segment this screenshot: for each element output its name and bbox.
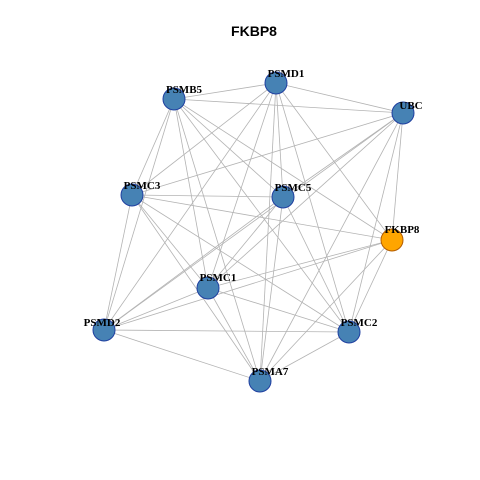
node-ubc[interactable]: UBC xyxy=(391,100,423,125)
edge-psmd2-psma7 xyxy=(103,329,261,382)
node-label: PSMA7 xyxy=(252,366,289,378)
node-label: UBC xyxy=(399,100,422,112)
edge-psmd1-psmb5 xyxy=(173,82,277,100)
edge-psmc3-psma7 xyxy=(131,194,261,382)
node-psmd1[interactable]: PSMD1 xyxy=(264,68,305,95)
node-label: PSMC2 xyxy=(341,317,378,329)
diagram-title: FKBP8 xyxy=(231,23,277,39)
edge-psmc5-psmd2 xyxy=(103,196,284,331)
node-label: FKBP8 xyxy=(385,224,420,236)
node-label: PSMD1 xyxy=(268,68,305,80)
node-psmc2[interactable]: PSMC2 xyxy=(337,317,378,344)
edge-psmb5-fkbp8 xyxy=(173,98,393,241)
edge-psmc1-psmd2 xyxy=(103,287,209,331)
edge-psmd1-psmd2 xyxy=(103,82,277,331)
edge-psmb5-psmc5 xyxy=(173,98,284,198)
edge-psmc1-psma7 xyxy=(207,287,261,382)
edge-psmc3-fkbp8 xyxy=(131,194,393,241)
node-psmc1[interactable]: PSMC1 xyxy=(196,272,237,300)
edge-psmb5-ubc xyxy=(173,98,404,114)
edge-psmc3-psmd2 xyxy=(103,194,133,331)
edge-fkbp8-psma7 xyxy=(259,239,393,382)
node-circle[interactable] xyxy=(391,101,415,125)
edge-psmc5-psmc2 xyxy=(282,196,350,333)
node-circle[interactable] xyxy=(271,185,295,209)
edge-fkbp8-psmd2 xyxy=(103,239,393,331)
edge-psmc5-psma7 xyxy=(259,196,284,382)
edge-fkbp8-psmc1 xyxy=(207,239,393,289)
node-psma7[interactable]: PSMA7 xyxy=(248,366,289,393)
edge-psmb5-psma7 xyxy=(173,98,261,382)
edge-ubc-psmc3 xyxy=(131,112,404,196)
edge-ubc-psmd2 xyxy=(103,112,404,331)
node-label: PSMC1 xyxy=(200,272,237,284)
node-label: PSMC5 xyxy=(275,182,312,194)
edge-psmc3-psmc5 xyxy=(131,194,284,198)
edge-psmd2-psmc2 xyxy=(103,329,350,333)
node-circle[interactable] xyxy=(337,320,361,344)
edge-ubc-psmc2 xyxy=(348,112,404,333)
node-circle[interactable] xyxy=(248,369,272,393)
edge-psmc5-psmc1 xyxy=(207,196,284,289)
edge-layer xyxy=(103,82,404,382)
node-circle[interactable] xyxy=(196,276,220,300)
edge-psmd1-psmc5 xyxy=(275,82,284,198)
edge-psmc3-psmc1 xyxy=(131,194,209,289)
edge-psmb5-psmc3 xyxy=(131,98,175,196)
node-circle[interactable] xyxy=(162,87,186,111)
node-label: PSMD2 xyxy=(84,317,121,329)
edge-psmc1-psmc2 xyxy=(207,287,350,333)
edge-ubc-fkbp8 xyxy=(391,112,404,241)
edge-fkbp8-psmc2 xyxy=(348,239,393,333)
edge-psmd1-psmc1 xyxy=(207,82,277,289)
edge-ubc-psmc1 xyxy=(207,112,404,289)
edge-psmc3-psmc2 xyxy=(131,194,350,333)
edge-psmc2-psma7 xyxy=(259,331,350,382)
node-label: PSMC3 xyxy=(124,180,161,192)
node-circle[interactable] xyxy=(380,228,404,252)
node-psmd2[interactable]: PSMD2 xyxy=(84,317,121,342)
node-circle[interactable] xyxy=(92,318,116,342)
node-psmc3[interactable]: PSMC3 xyxy=(120,180,161,207)
node-psmb5[interactable]: PSMB5 xyxy=(162,84,203,111)
node-label: PSMB5 xyxy=(166,84,203,96)
node-circle[interactable] xyxy=(120,183,144,207)
edge-psmd1-psmc2 xyxy=(275,82,350,333)
edge-psmb5-psmd2 xyxy=(103,98,175,331)
node-psmc5[interactable]: PSMC5 xyxy=(271,182,312,209)
edge-ubc-psma7 xyxy=(259,112,404,382)
node-fkbp8[interactable]: FKBP8 xyxy=(380,224,420,252)
edge-ubc-psmc5 xyxy=(282,112,404,198)
edge-psmd1-ubc xyxy=(275,82,404,114)
node-circle[interactable] xyxy=(264,71,288,95)
